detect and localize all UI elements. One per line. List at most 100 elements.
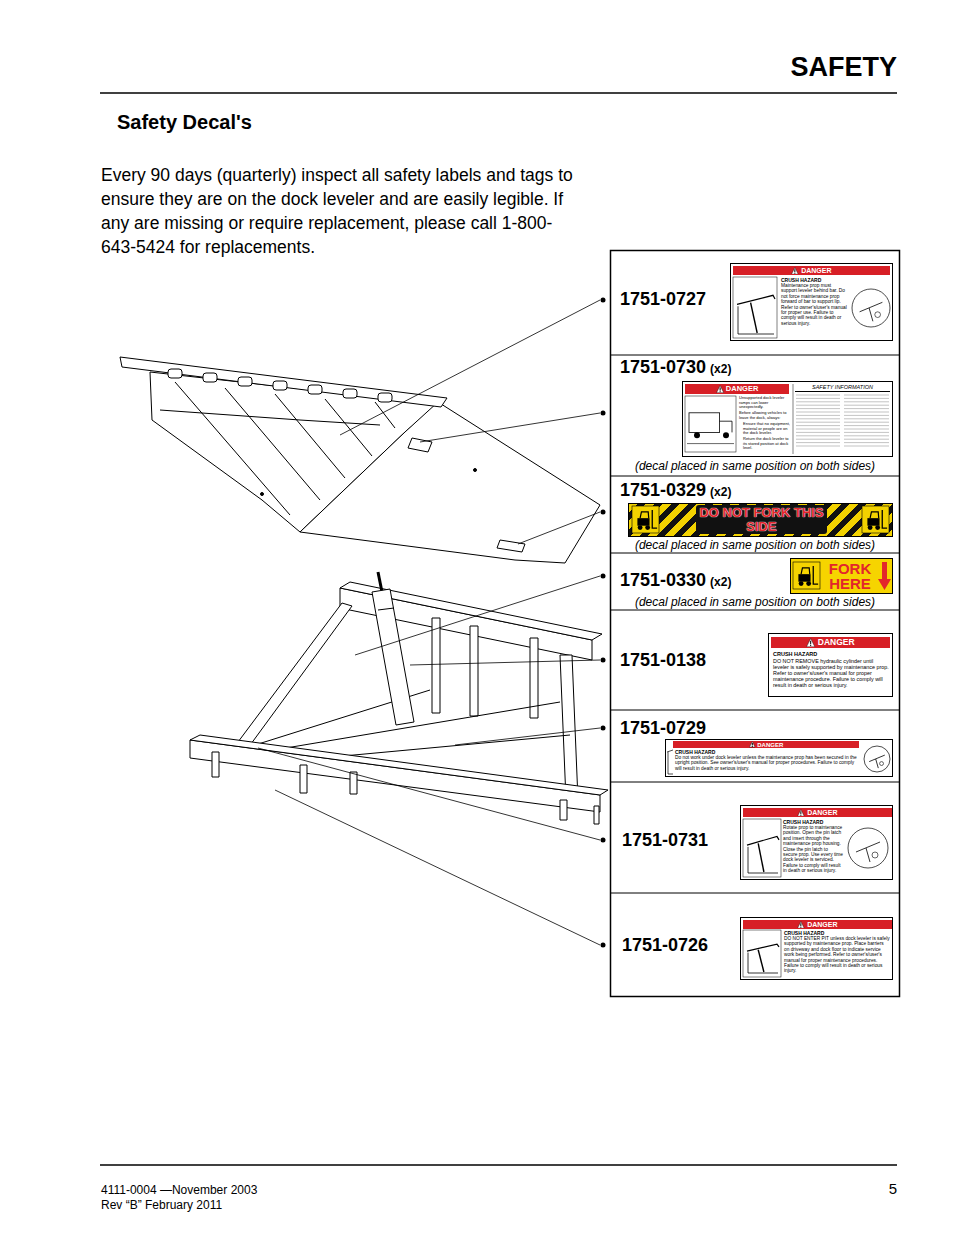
line-art [844,442,889,443]
decal-text: CRUSH HAZARD [773,651,889,658]
line-art [632,506,659,533]
line-art [275,394,345,478]
line-art [844,425,889,426]
instruction-paragraph: Every 90 days (quarterly) inspect all sa… [101,163,579,259]
quantity-note: (x2) [710,363,731,375]
line-art [610,782,900,783]
page-title: SAFETY [790,52,897,82]
safety-decal: DANGER CRUSH HAZARDRotate prop to mainten… [740,805,893,880]
line-art [882,510,887,528]
line-art [325,399,372,456]
line-art [743,819,781,877]
decal-row: 1751-0727 DANGERCRUSH HAZARDMaintenance p… [610,250,900,355]
line-art [160,410,380,425]
rules [100,93,897,1165]
line-art [300,402,600,563]
line-art [796,405,840,406]
line-art [844,401,889,402]
line-art [801,568,810,574]
line-art [689,413,720,433]
line-art [758,950,764,972]
line-art [878,562,891,590]
page-number: 5 [860,1180,897,1198]
part-number-box: 1751-0138 [620,651,706,669]
line-art [120,357,447,407]
signal-word: DANGER [818,638,855,647]
line-art [747,944,779,951]
line-art [355,576,600,655]
line-art [716,385,723,392]
line-art [518,512,600,544]
line-art [795,269,796,272]
line-art [875,312,881,318]
line-art [610,710,900,711]
placement-note: (decal placed in same position on both s… [610,538,900,552]
line-art [844,415,889,416]
line-art [796,408,840,409]
line-art [801,923,802,926]
line-art [212,752,219,777]
line-art [844,405,889,406]
decal-text: Before allowing vehicles to leave the do… [739,411,791,420]
warning-triangle [797,921,805,929]
line-art [801,926,802,927]
decal-text-column: CRUSH HAZARDDo not work under dock level… [675,749,859,771]
decal-text: DO NOT REMOVE hydraulic cylinder until l… [773,658,889,689]
part-number-box: 1751-0729 [620,719,706,737]
line-art [856,842,880,862]
line-art [175,382,290,515]
line-art [378,608,394,610]
line-art [610,893,900,894]
line-art [796,412,840,413]
part-number: 1751-0730 [620,358,706,376]
decal-text: Do not work under dock leveler unless th… [675,755,859,771]
danger-header: DANGER [733,266,890,275]
line-art [844,408,889,409]
line-art [798,921,805,928]
decal-text-column: CRUSH HAZARDRotate prop to maintenance p… [783,819,843,874]
part-number: 1751-0329 [620,481,706,499]
line-art [798,574,810,582]
line-art [796,439,840,440]
danger-header: DANGER [673,741,859,748]
safety-decal: DO NOT FORK THIS SIDE [628,503,893,537]
warning-triangle [797,809,805,817]
warning-triangle [806,638,815,647]
line-art [261,493,264,496]
line-art [844,412,889,413]
signal-word: DANGER [757,742,783,748]
decal-panel [611,251,900,997]
line-art [637,518,649,526]
label-box: Safety Decal's [117,110,417,134]
line-art [796,425,840,426]
line-art [100,92,897,94]
danger-header: DANGER [771,637,890,648]
signal-word: DANGER [807,809,837,816]
part-number: 1751-0726 [622,936,708,954]
line-art [601,658,606,663]
decal-row: 1751-0730(x2)(decal placed in same posit… [610,355,900,476]
line-art [862,506,889,533]
placement-note: (decal placed in same position on both s… [610,595,900,609]
line-art [652,510,657,528]
line-art [796,415,840,416]
line-art [432,618,440,713]
label-box: Rev “B” February 2011 [101,1198,401,1213]
quantity-box: (x2) [710,486,731,498]
line-art [168,369,182,378]
line-art [470,626,478,716]
line-art [694,432,700,438]
decal-text: SAFETY INFORMATION [795,384,890,392]
decal-text: Unsupported dock leveler ramps can lower… [739,396,791,410]
safety-decal: DANGERCRUSH HAZARDMaintenance prop must … [730,263,893,341]
note-box: (decal placed in same position on both s… [610,538,900,552]
part-number: 1751-0138 [620,651,706,669]
line-art [719,387,720,390]
decal-text: FORK HERE [822,561,878,591]
line-art [844,446,889,447]
line-art [796,398,840,399]
part-number: 1751-0727 [620,290,706,308]
quantity-box: (x2) [710,576,731,588]
line-art [844,439,889,440]
label-box: 5 [860,1180,897,1198]
